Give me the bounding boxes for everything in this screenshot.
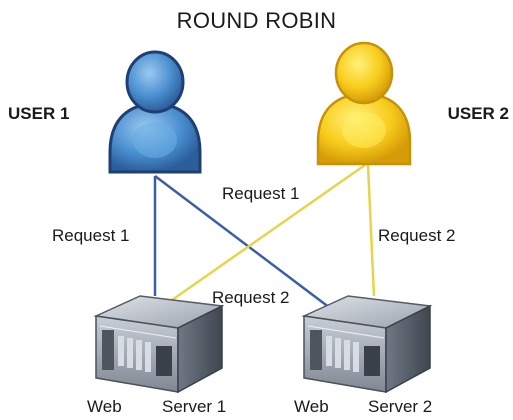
web-server-2-icon [301,295,433,394]
user-2-label: USER 2 [447,104,509,123]
link-user2-server2 [366,164,376,297]
request-label-user2-server1: Request 2 [212,288,290,307]
request-label-user2-server2: Request 2 [378,226,456,245]
server-1-label-name: Server 1 [162,397,227,416]
server-1-label-web: Web [87,397,122,416]
link-user1-server2 [154,175,339,315]
web-server-1-icon [93,295,225,394]
diagram-title: ROUND ROBIN [176,8,337,33]
user-1-icon [108,50,202,174]
request-label-cross: Request 1 [222,184,300,203]
user-2-icon [316,41,412,166]
user-1-label: USER 1 [8,104,70,123]
server-2-label-name: Server 2 [368,397,433,416]
request-label-user1-server1: Request 1 [52,226,130,245]
server-2-label-web: Web [294,397,329,416]
link-user2-server1 [171,163,366,302]
